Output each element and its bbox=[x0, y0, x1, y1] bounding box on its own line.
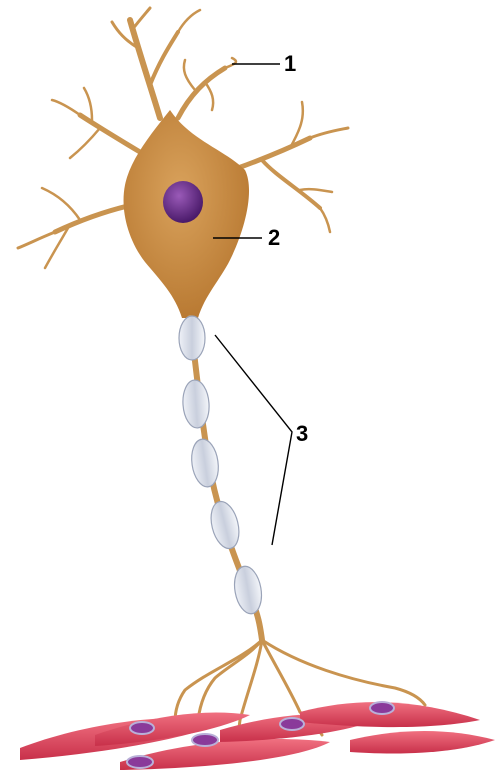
myelin-sheath bbox=[179, 316, 265, 616]
nucleus bbox=[163, 181, 203, 223]
label-2: 2 bbox=[268, 225, 280, 250]
label-1: 1 bbox=[284, 51, 296, 76]
muscle-fibers bbox=[20, 702, 495, 770]
leader-lines bbox=[213, 64, 292, 545]
label-3: 3 bbox=[296, 421, 308, 446]
